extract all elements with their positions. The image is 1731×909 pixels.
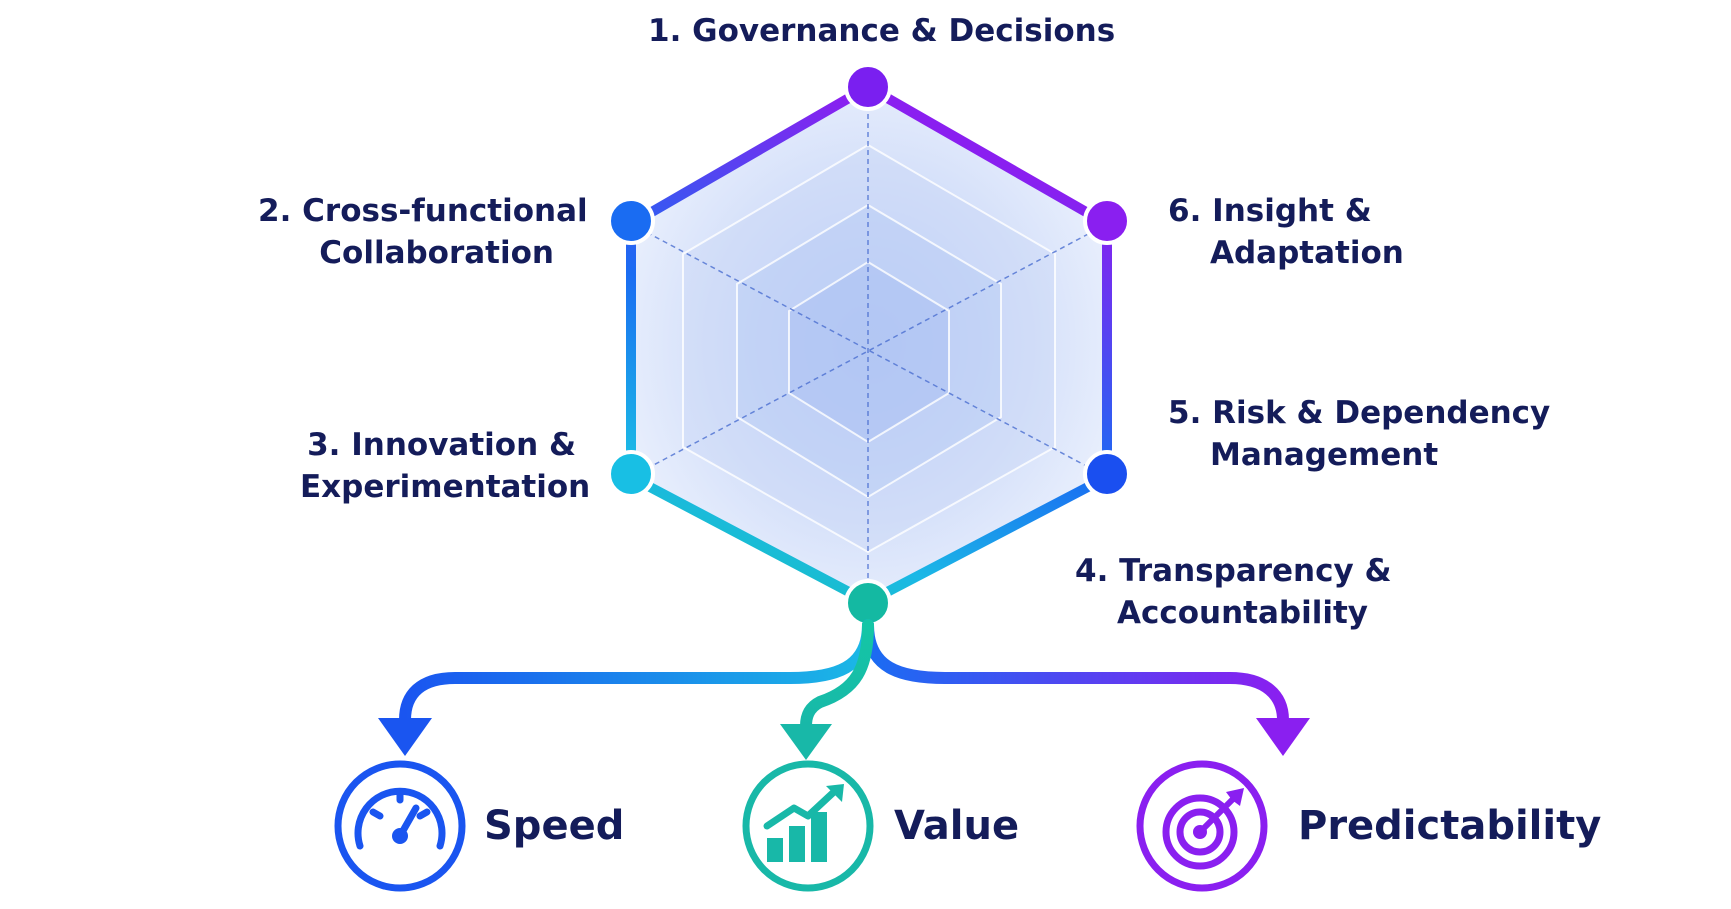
outcome-arrows (399, 619, 1289, 732)
node-innovation (607, 450, 655, 498)
dimension-number: 2. (258, 193, 292, 229)
arrow-to-predictability (862, 619, 1289, 726)
dimension-text: Collaboration (319, 235, 554, 271)
bar-chart-trend-icon (763, 784, 844, 862)
outcome-label-predictability: Predictability (1298, 803, 1602, 849)
dimension-number: 1. (648, 13, 682, 49)
speed-badge (334, 760, 466, 892)
dimension-text: Governance & Decisions (692, 13, 1116, 49)
arrowhead-value (780, 724, 832, 760)
dimension-text: Adaptation (1210, 235, 1404, 271)
dimension-label-risk: 5. Risk & Dependency Management (1168, 392, 1550, 476)
arrow-to-value (800, 619, 874, 732)
dimension-label-insight: 6. Insight & Adaptation (1168, 190, 1404, 274)
value-badge (742, 760, 874, 892)
dimension-label-collaboration: 2. Cross-functional Collaboration (258, 190, 588, 274)
outcome-label-value: Value (894, 803, 1020, 849)
dimension-label-transparency: 4. Transparency & Accountability (1075, 550, 1392, 634)
hexagon-grid (626, 82, 1112, 607)
node-insight (1083, 197, 1131, 245)
node-risk (1083, 450, 1131, 498)
radar-spokes (630, 87, 1108, 602)
arrowheads (378, 718, 1310, 760)
dimension-number: 6. (1168, 193, 1202, 229)
node-transparency (844, 579, 892, 627)
outcome-label-speed: Speed (484, 803, 625, 849)
dimension-label-governance: 1. Governance & Decisions (648, 10, 1115, 52)
dimension-text: Cross-functional (302, 193, 588, 229)
node-collaboration (607, 197, 655, 245)
dimension-number: 5. (1168, 395, 1202, 431)
dimension-text: Management (1210, 437, 1439, 473)
target-icon (1162, 794, 1238, 870)
node-governance (844, 63, 892, 111)
dimension-text: Transparency & (1119, 553, 1392, 589)
dimension-text: Accountability (1117, 595, 1369, 631)
predictability-badge (1136, 760, 1268, 892)
arrowhead-speed (378, 718, 432, 756)
dimension-text: Risk & Dependency (1212, 395, 1551, 431)
dimension-number: 4. (1075, 553, 1109, 589)
dimension-number: 3. (307, 427, 341, 463)
dimension-label-innovation: 3. Innovation & Experimentation (300, 424, 591, 508)
dimension-text: Experimentation (300, 469, 591, 505)
arrow-to-speed (399, 619, 874, 726)
dimension-text: Innovation & (351, 427, 576, 463)
dimension-text: Insight & (1212, 193, 1372, 229)
arrowhead-predictability (1256, 718, 1310, 756)
